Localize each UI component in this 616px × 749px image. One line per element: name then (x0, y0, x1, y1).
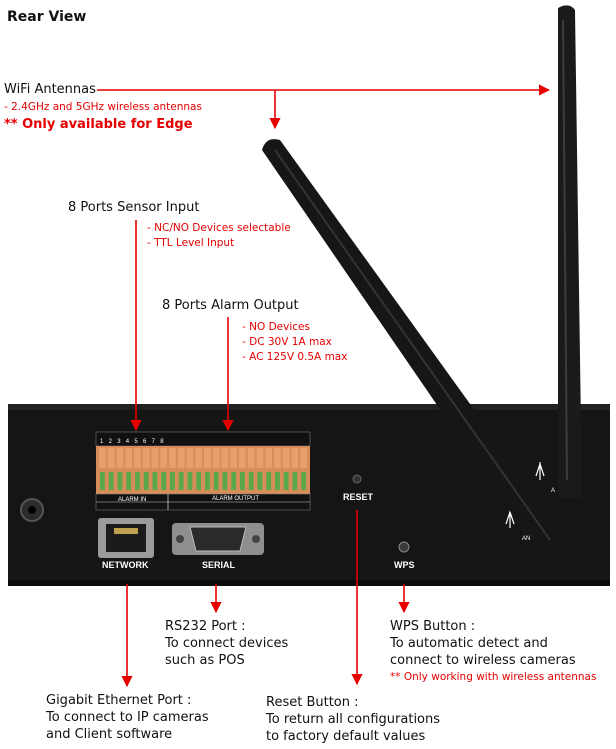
terminal-screw (134, 448, 141, 468)
wps-note: ** Only working with wireless antennas (390, 671, 597, 683)
terminal-clamp (292, 472, 298, 490)
terminal-clamp (161, 472, 167, 490)
terminal-clamp (301, 472, 307, 490)
terminal-screw (99, 448, 106, 468)
right-antenna (558, 5, 582, 499)
terminal-screw (239, 448, 246, 468)
terminal-clamp (152, 472, 158, 490)
terminal-screw (125, 448, 133, 468)
terminal-clamp (143, 472, 149, 490)
rs232-heading: RS232 Port : (165, 619, 246, 634)
terminal-screw (151, 448, 159, 468)
terminal-clamp (257, 472, 263, 490)
terminal-clamp (213, 472, 219, 490)
terminal-screw (107, 448, 115, 468)
alarm-note-2: - DC 30V 1A max (242, 336, 332, 348)
serial-label: SERIAL (202, 560, 236, 570)
alarm-output-label: ALARM OUTPUT (212, 496, 259, 502)
terminal-clamp (283, 472, 289, 490)
terminal-clamp (126, 472, 132, 490)
port-number: 3 (117, 439, 121, 445)
serial-port (172, 523, 264, 555)
terminal-screw (247, 448, 255, 468)
terminal-screw (186, 448, 194, 468)
port-number: 4 (126, 439, 130, 445)
rs232-line-2: such as POS (165, 653, 245, 668)
wps-heading: WPS Button : (390, 619, 476, 634)
terminal-clamp (108, 472, 114, 490)
terminal-screw (291, 448, 299, 468)
wps-line-1: To automatic detect and (390, 636, 548, 651)
wifi-heading: WiFi Antennas (4, 82, 96, 97)
antenna-a-label: A (551, 488, 555, 494)
terminal-screw (300, 448, 308, 468)
terminal-screw (230, 448, 238, 468)
reset-hole (352, 474, 362, 484)
page-title: Rear View (7, 9, 87, 25)
terminal-clamp (275, 472, 280, 490)
reset-label: RESET (343, 492, 374, 502)
terminal-clamp (170, 472, 175, 490)
alarm-note-3: - AC 125V 0.5A max (242, 351, 348, 363)
terminal-clamp (100, 472, 105, 490)
alarm-in-label: ALARM IN (118, 497, 146, 503)
reset-line-1: To return all configurations (266, 712, 441, 727)
network-label: NETWORK (102, 560, 149, 570)
wifi-note: - 2.4GHz and 5GHz wireless antennas (4, 101, 202, 113)
gigabit-heading: Gigabit Ethernet Port : (46, 693, 192, 708)
terminal-screw (256, 448, 264, 468)
terminal-clamp (240, 472, 245, 490)
terminal-clamp (266, 472, 272, 490)
terminal-clamp (117, 472, 123, 490)
port-number: 8 (160, 439, 164, 445)
reset-line-2: to factory default values (266, 729, 426, 744)
left-antenna (262, 139, 568, 555)
gigabit-line-2: and Client software (46, 727, 173, 742)
port-number: 6 (143, 439, 147, 445)
network-port (98, 518, 154, 558)
wps-line-2: connect to wireless cameras (390, 653, 576, 668)
wifi-note-bold: ** Only available for Edge (4, 117, 193, 132)
alarm-heading: 8 Ports Alarm Output (162, 298, 299, 313)
terminal-clamp (178, 472, 184, 490)
sensor-heading: 8 Ports Sensor Input (68, 200, 200, 215)
terminal-screw (212, 448, 220, 468)
terminal-screw (204, 448, 211, 468)
terminal-screw (142, 448, 150, 468)
terminal-screw (265, 448, 273, 468)
wps-button (398, 541, 410, 553)
terminal-screw (221, 448, 229, 468)
alarm-note-1: - NO Devices (242, 321, 310, 333)
port-number: 1 (100, 439, 104, 445)
alarm-terminal-block (95, 431, 311, 511)
antenna-b-label: AN (522, 536, 530, 542)
rs232-line-1: To connect devices (165, 636, 289, 651)
port-number: 2 (109, 439, 113, 445)
terminal-screw (116, 448, 124, 468)
terminal-screw (169, 448, 176, 468)
terminal-clamp (248, 472, 254, 490)
terminal-screw (177, 448, 185, 468)
terminal-screw (160, 448, 168, 468)
port-number: 5 (134, 439, 138, 445)
terminal-clamp (205, 472, 210, 490)
terminal-screw (282, 448, 290, 468)
terminal-screw (195, 448, 203, 468)
port-number: 7 (152, 439, 156, 445)
terminal-screw (274, 448, 281, 468)
terminal-clamp (187, 472, 193, 490)
terminal-clamp (222, 472, 228, 490)
wps-label: WPS (394, 560, 415, 570)
sensor-note-2: - TTL Level Input (147, 237, 235, 249)
reset-heading: Reset Button : (266, 695, 359, 710)
sensor-note-1: - NC/NO Devices selectable (147, 222, 291, 234)
terminal-clamp (135, 472, 140, 490)
gigabit-line-1: To connect to IP cameras (46, 710, 209, 725)
terminal-clamp (231, 472, 237, 490)
terminal-clamp (196, 472, 202, 490)
